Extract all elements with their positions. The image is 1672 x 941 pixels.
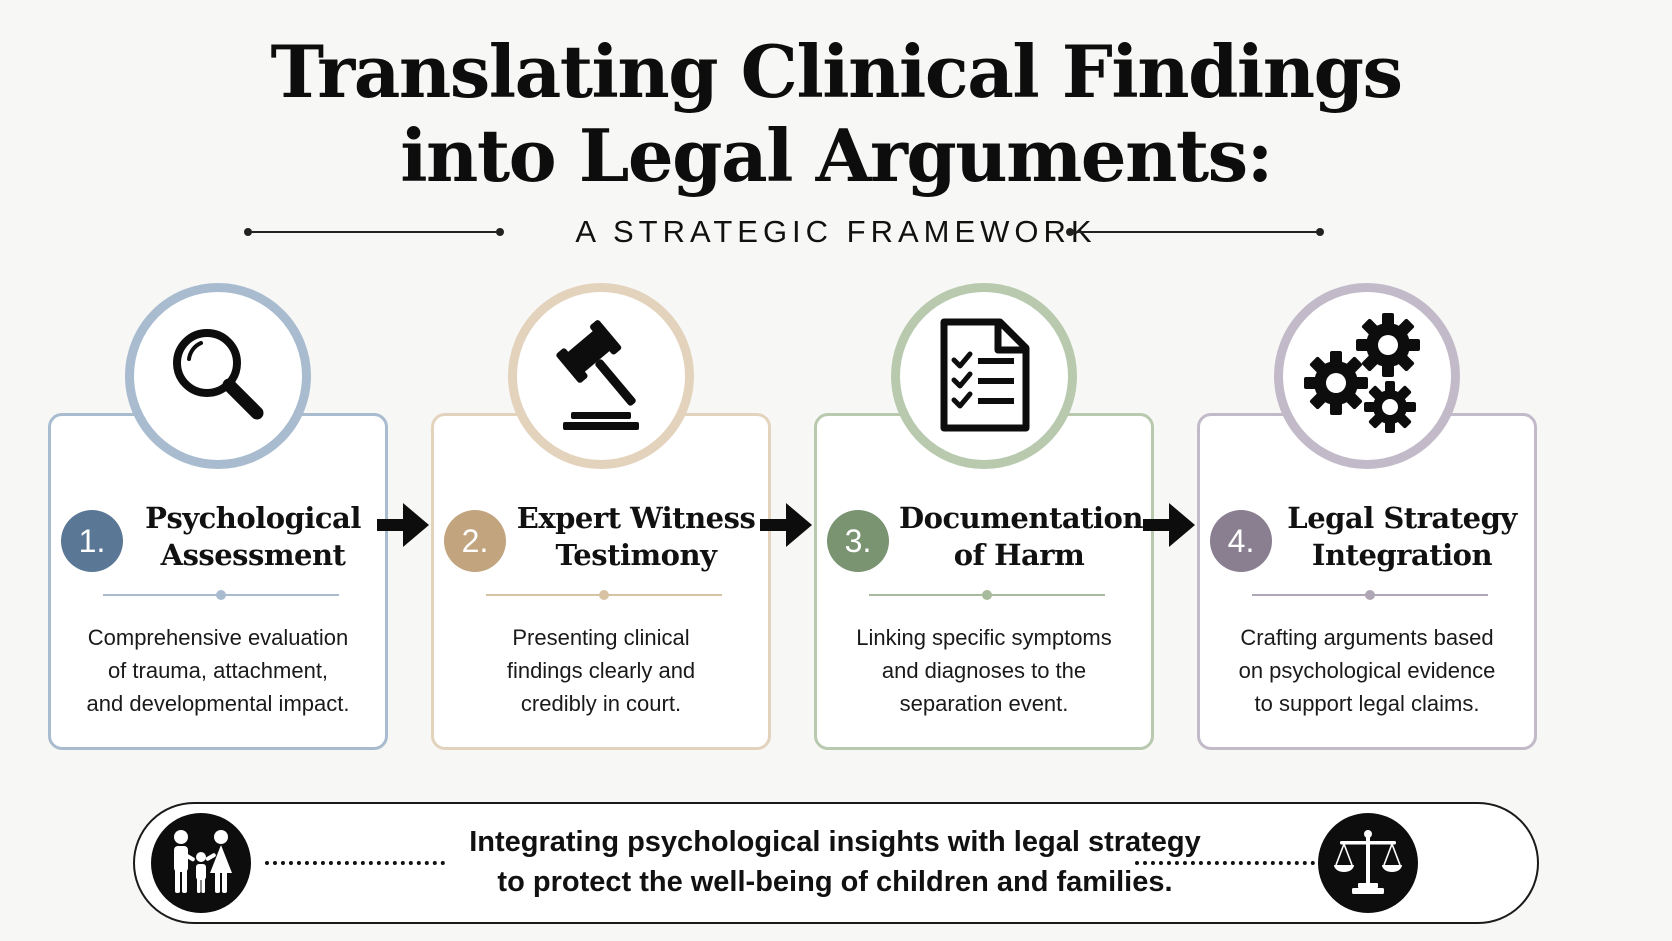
gears-icon (1304, 313, 1420, 433)
arrow-right-icon (377, 503, 429, 547)
step-header-4: 4. Legal Strategy Integration (1200, 500, 1534, 584)
scales-icon-badge (1318, 813, 1418, 913)
step-description-3: Linking specific symptoms and diagnoses … (837, 621, 1131, 720)
footer-banner: Integrating psychological insights with … (133, 802, 1539, 924)
step-title-4-line-1: Legal Strategy (1287, 501, 1517, 535)
title-line-1: Translating Clinical Findings (270, 29, 1403, 114)
step-title-1-line-2: Assessment (160, 538, 346, 572)
scales-of-justice-icon (1334, 830, 1402, 894)
page-title: Translating Clinical Findings into Legal… (0, 30, 1672, 198)
step-title-3-line-2: of Harm (953, 538, 1085, 572)
page-subtitle: A STRATEGIC FRAMEWORK (575, 214, 1097, 249)
footer-line-1: Integrating psychological insights with … (469, 826, 1201, 858)
step-header-3: 3. Documentation of Harm (817, 500, 1151, 584)
step-desc-4-line-2: on psychological evidence (1238, 658, 1496, 683)
step-desc-1-line-1: Comprehensive evaluation (87, 625, 349, 650)
step-desc-4-line-1: Crafting arguments based (1240, 625, 1494, 650)
step-card-4: 4. Legal Strategy Integration Crafting a… (1197, 413, 1537, 750)
step-description-4: Crafting arguments based on psychologica… (1220, 621, 1514, 720)
step-header-1: 1. Psychological Assessment (51, 500, 385, 584)
step-icon-circle-4 (1274, 283, 1460, 469)
step-number-badge-3: 3. (827, 510, 889, 572)
step-desc-2-line-2: findings clearly and (506, 658, 696, 683)
step-divider-4 (1252, 590, 1488, 600)
footer-line-2: to protect the well-being of children an… (497, 866, 1173, 898)
step-description-1: Comprehensive evaluation of trauma, atta… (71, 621, 365, 720)
step-divider-2 (486, 590, 722, 600)
step-number-badge-2: 2. (444, 510, 506, 572)
step-card-1: 1. Psychological Assessment Comprehensiv… (48, 413, 388, 750)
step-title-2-line-2: Testimony (555, 538, 717, 572)
step-title-3-line-1: Documentation (899, 501, 1143, 535)
footer-statement: Integrating psychological insights with … (435, 822, 1235, 902)
step-title-4-line-2: Integration (1311, 538, 1493, 572)
step-card-3: 3. Documentation of Harm Linking specifi… (814, 413, 1154, 750)
step-number-badge-4: 4. (1210, 510, 1272, 572)
step-description-2: Presenting clinical findings clearly and… (454, 621, 748, 720)
step-desc-2-line-1: Presenting clinical (512, 625, 690, 650)
step-icon-circle-1 (125, 283, 311, 469)
step-title-3: Documentation of Harm (899, 500, 1143, 574)
checklist-document-icon (940, 318, 1030, 432)
banner-dotted-line-right (1135, 861, 1315, 865)
subtitle-rule-left (244, 228, 504, 236)
step-title-1: Psychological Assessment (133, 500, 373, 574)
step-number-badge-1: 1. (61, 510, 123, 572)
step-desc-3-line-2: and diagnoses to the (881, 658, 1087, 683)
subtitle-row: A STRATEGIC FRAMEWORK (0, 210, 1672, 254)
step-desc-3-line-3: separation event. (899, 691, 1069, 716)
step-title-2: Expert Witness Testimony (516, 500, 756, 574)
step-title-1-line-1: Psychological (145, 501, 361, 535)
step-header-2: 2. Expert Witness Testimony (434, 500, 768, 584)
step-desc-3-line-1: Linking specific symptoms (856, 625, 1112, 650)
step-title-4: Legal Strategy Integration (1282, 500, 1522, 574)
step-desc-4-line-3: to support legal claims. (1254, 691, 1480, 716)
step-divider-1 (103, 590, 339, 600)
family-icon-badge (151, 813, 251, 913)
magnifying-glass-icon (173, 329, 264, 420)
step-title-2-line-1: Expert Witness (516, 501, 756, 535)
arrow-right-icon (1143, 503, 1195, 547)
step-divider-3 (869, 590, 1105, 600)
banner-dotted-line-left (265, 861, 445, 865)
step-desc-1-line-3: and developmental impact. (86, 691, 350, 716)
subtitle-rule-right (1066, 228, 1324, 236)
step-card-2: 2. Expert Witness Testimony Presenting c… (431, 413, 771, 750)
family-icon (174, 830, 232, 893)
gavel-icon (556, 320, 639, 430)
step-icon-circle-2 (508, 283, 694, 469)
arrow-right-icon (760, 503, 812, 547)
step-desc-1-line-2: of trauma, attachment, (107, 658, 329, 683)
step-icon-circle-3 (891, 283, 1077, 469)
title-line-2: into Legal Arguments: (400, 113, 1273, 198)
step-desc-2-line-3: credibly in court. (520, 691, 682, 716)
